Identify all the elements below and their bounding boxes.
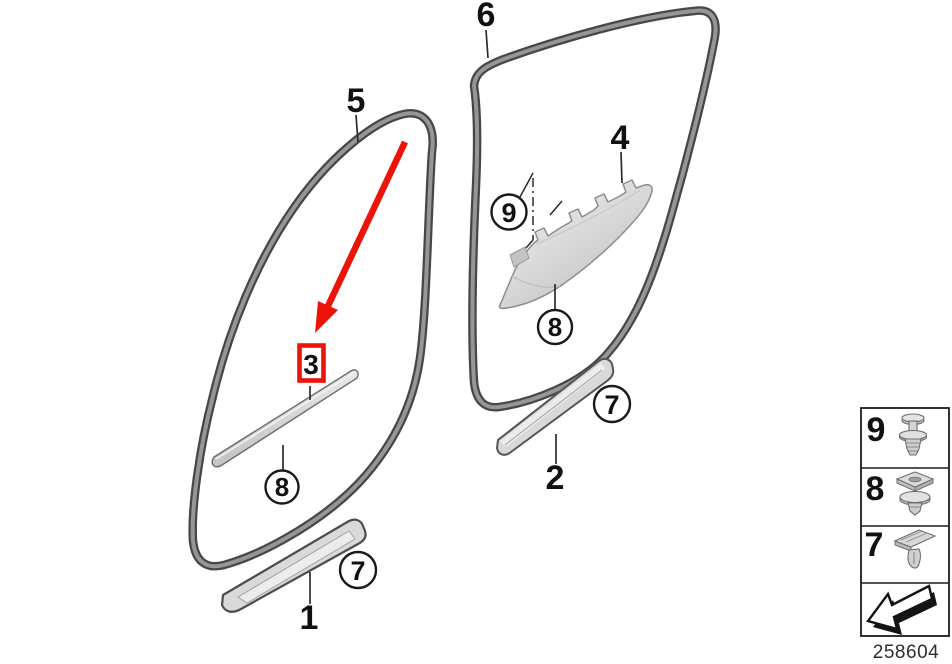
expansion-rivet-icon [898, 413, 928, 456]
callout-5[interactable]: 5 [347, 82, 366, 120]
svg-text:8: 8 [275, 472, 289, 502]
circled-callout-7-right[interactable]: 7 [592, 384, 632, 424]
grommet-nut-icon [895, 471, 935, 516]
svg-text:7: 7 [350, 556, 365, 586]
callout-2[interactable]: 2 [546, 459, 565, 497]
leader-line-6 [485, 29, 489, 59]
direction-arrow-icon [865, 584, 937, 635]
svg-text:7: 7 [865, 526, 884, 564]
leader-line-4 [620, 151, 623, 184]
legend-row-9: 9 [867, 411, 928, 456]
circled-callout-9[interactable]: 9 [490, 193, 528, 231]
legend-row-7: 7 [865, 526, 937, 569]
callout-3-boxed[interactable]: 3 [303, 349, 319, 380]
doc-number: 258604 [873, 642, 939, 663]
svg-text:8: 8 [548, 312, 562, 342]
leader-lines [282, 29, 623, 604]
red-highlight-box [297, 343, 326, 383]
entry-strip-part-3 [211, 369, 359, 468]
sill-strip-part-1 [220, 518, 367, 613]
sill-strip-part-2 [496, 357, 615, 456]
svg-text:7: 7 [604, 390, 619, 420]
svg-text:8: 8 [866, 470, 885, 508]
red-pointer-arrow [315, 140, 408, 333]
callout-4[interactable]: 4 [611, 119, 630, 157]
pillar-trim-part-4 [498, 179, 653, 310]
circled-callout-7-left[interactable]: 7 [338, 550, 378, 590]
leader-line-5 [355, 114, 359, 143]
trim-clip-icon [893, 529, 937, 569]
callout-6[interactable]: 6 [477, 0, 496, 34]
circled-callout-8-right[interactable]: 8 [536, 308, 574, 346]
legend-row-arrow [865, 584, 937, 635]
door-seal-part-5 [188, 109, 437, 571]
door-seal-part-6 [468, 6, 720, 412]
callout-1[interactable]: 1 [300, 599, 319, 637]
clip-position-marks [519, 172, 563, 249]
legend-row-8: 8 [866, 470, 935, 516]
legend-panel: 9 8 [860, 407, 950, 637]
svg-text:9: 9 [867, 411, 886, 449]
svg-text:9: 9 [501, 198, 516, 228]
circled-callout-8-left[interactable]: 8 [264, 469, 300, 505]
